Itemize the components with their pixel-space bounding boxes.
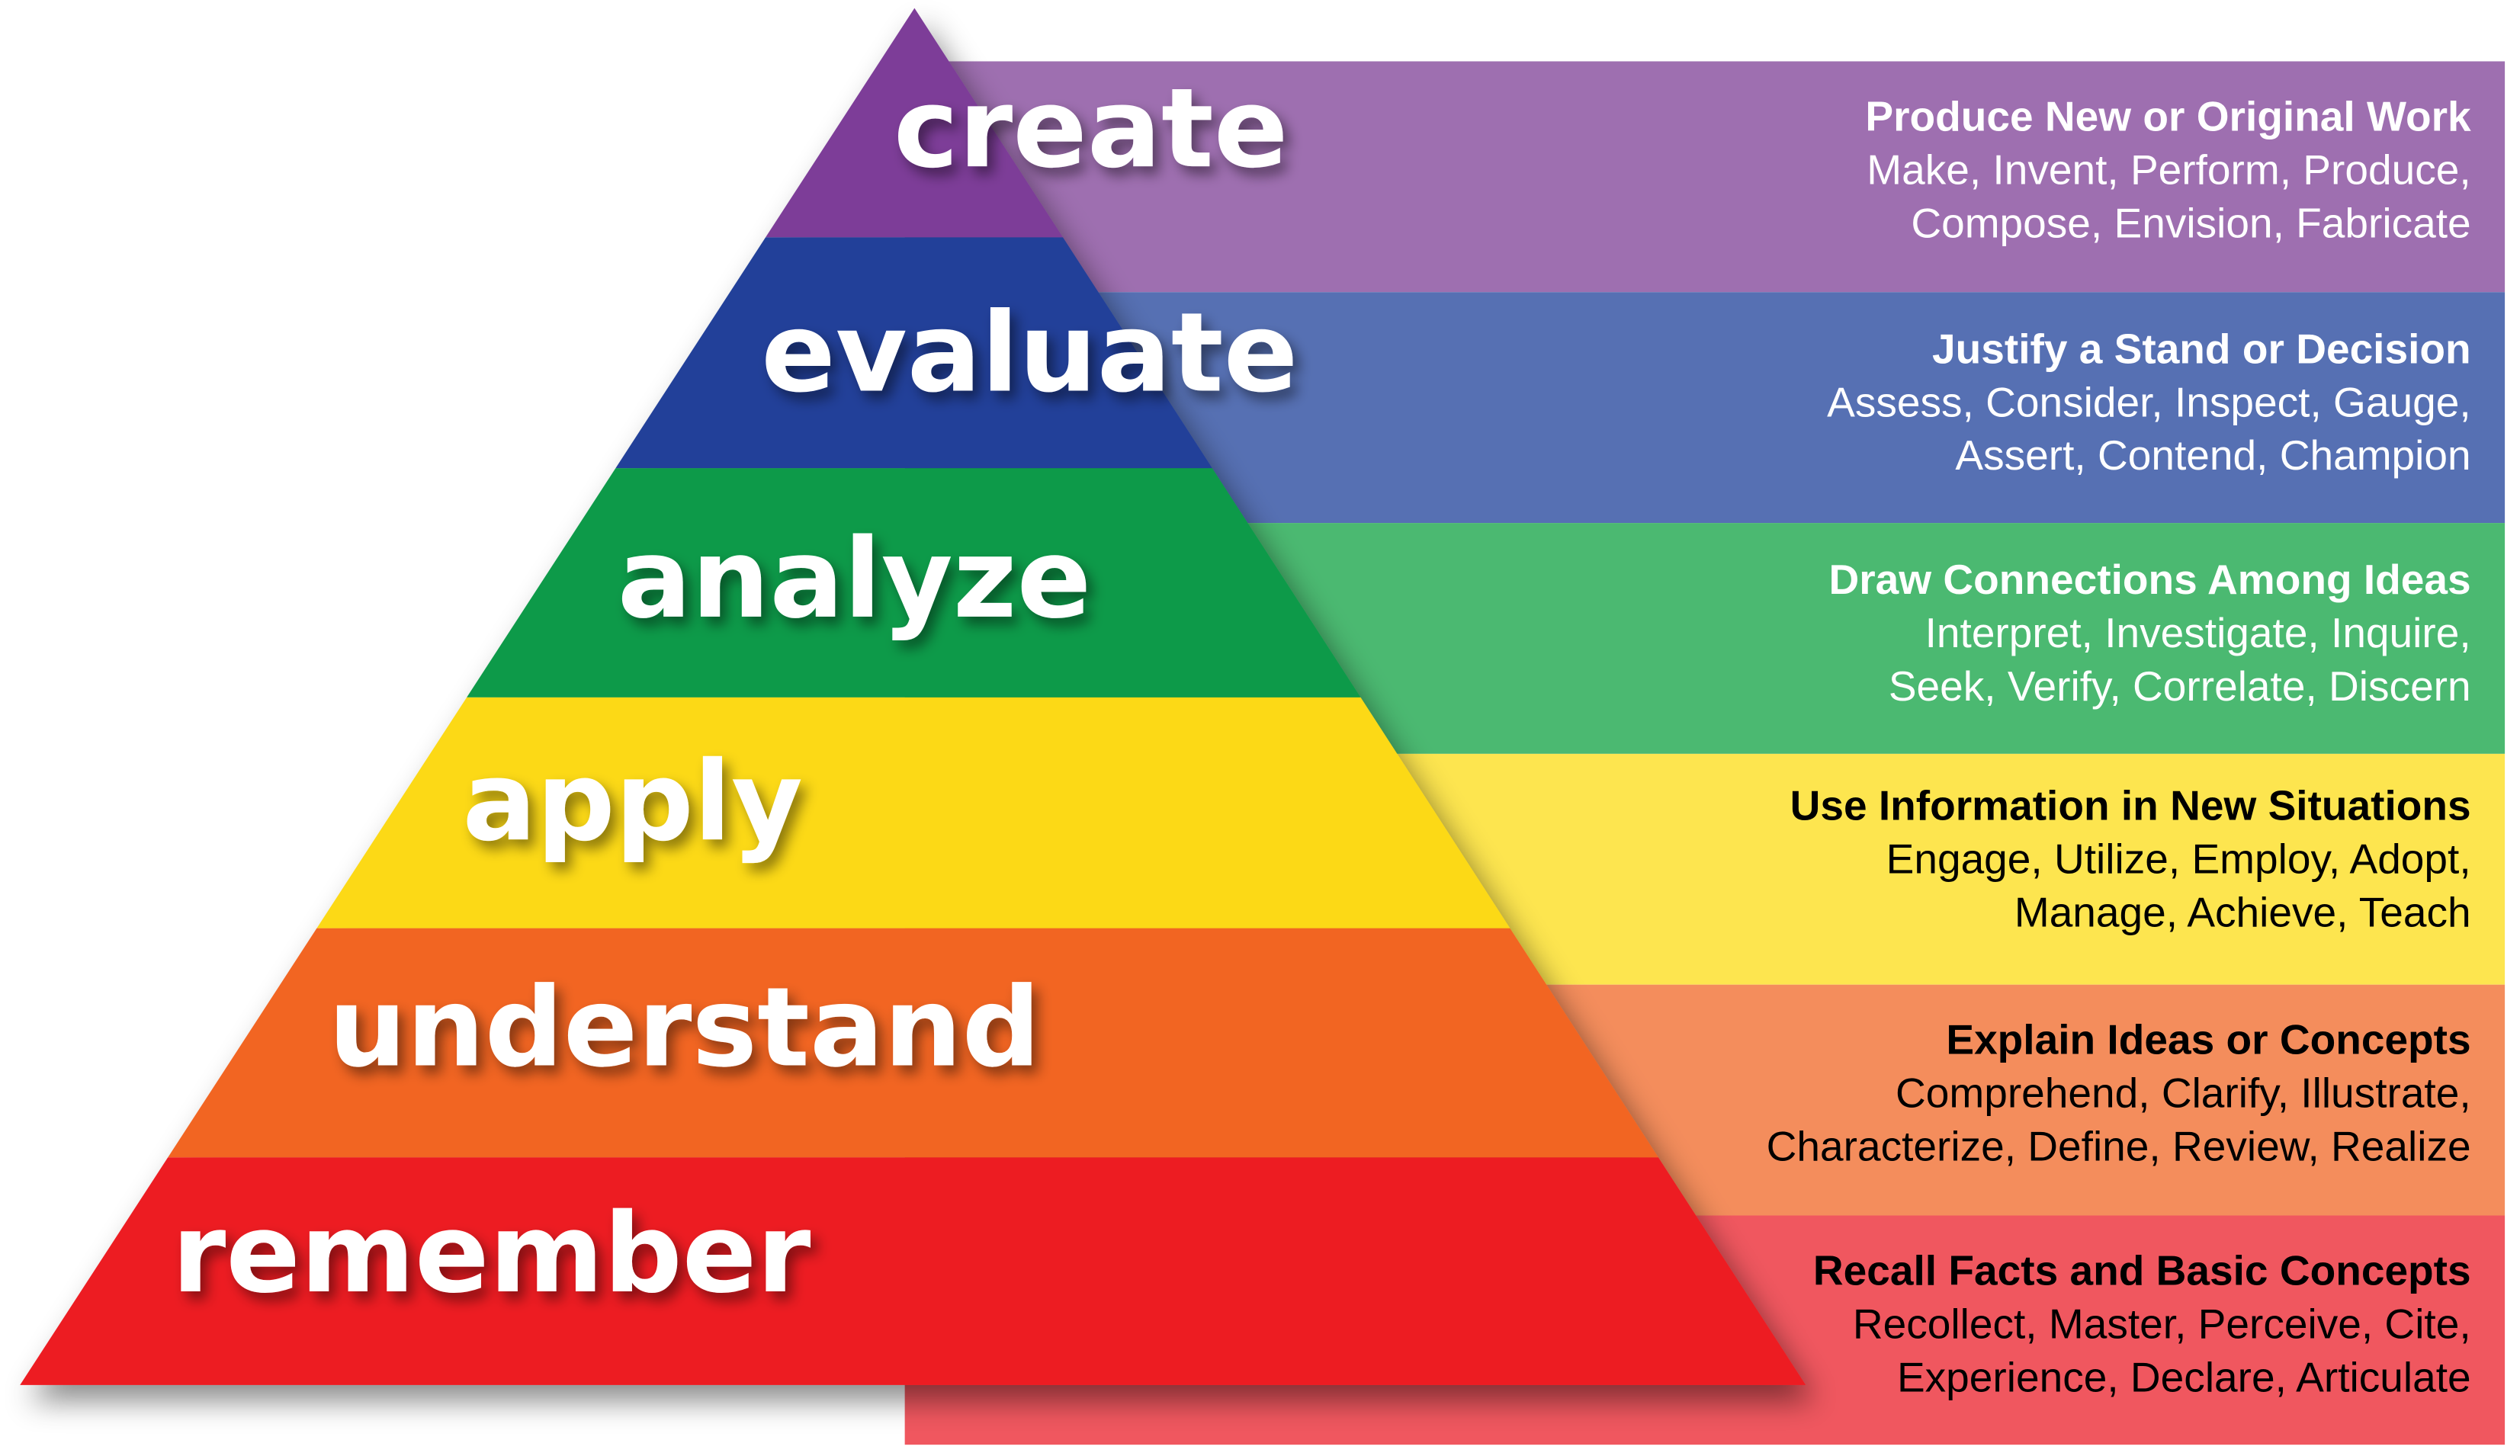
band-verbs-line: Assess, Consider, Inspect, Gauge, (1827, 378, 2471, 425)
band-verbs-line: Seek, Verify, Correlate, Discern (1889, 662, 2471, 710)
band-verbs-line: Manage, Achieve, Teach (2014, 888, 2471, 935)
pyramid-layer-analyze (467, 468, 1361, 698)
pyramid-layer-apply (316, 697, 1510, 928)
band-text-analyze: Draw Connections Among Ideas Interpret, … (1828, 556, 2470, 710)
band-heading: Justify a Stand or Decision (1932, 325, 2471, 372)
band-heading: Use Information in New Situations (1790, 782, 2471, 829)
level-label-apply: apply (462, 737, 803, 865)
band-verbs-line: Compose, Envision, Fabricate (1911, 199, 2470, 246)
band-heading: Recall Facts and Basic Concepts (1813, 1247, 2471, 1294)
band-text-understand: Explain Ideas or Concepts Comprehend, Cl… (1767, 1016, 2471, 1170)
band-verbs-line: Experience, Declare, Articulate (1897, 1353, 2471, 1400)
band-heading: Produce New or Original Work (1865, 93, 2471, 140)
pyramid-layer-create (766, 8, 1063, 238)
level-label-remember: remember (172, 1189, 811, 1317)
band-verbs-line: Engage, Utilize, Employ, Adopt, (1886, 835, 2471, 883)
band-verbs-line: Assert, Contend, Champion (1955, 431, 2470, 479)
band-verbs-line: Recollect, Master, Perceive, Cite, (1853, 1300, 2471, 1347)
band-heading: Explain Ideas or Concepts (1946, 1016, 2470, 1063)
pyramid-layer-understand (168, 928, 1658, 1158)
band-heading: Draw Connections Among Ideas (1828, 556, 2470, 603)
level-label-evaluate: evaluate (761, 288, 1298, 416)
pyramid (20, 8, 1806, 1385)
band-verbs-line: Characterize, Define, Review, Realize (1767, 1122, 2471, 1169)
level-label-create: create (894, 64, 1289, 192)
pyramid-layer-remember (20, 1157, 1806, 1385)
level-label-understand: understand (329, 964, 1041, 1092)
band-text-remember: Recall Facts and Basic Concepts Recollec… (1813, 1247, 2471, 1401)
band-text-evaluate: Justify a Stand or Decision Assess, Cons… (1827, 325, 2471, 479)
band-verbs-line: Interpret, Investigate, Inquire, (1925, 609, 2471, 656)
band-text-apply: Use Information in New Situations Engage… (1790, 782, 2471, 936)
level-label-analyze: analyze (618, 515, 1092, 643)
band-create (904, 61, 2506, 293)
pyramid-layer-evaluate (615, 237, 1212, 469)
band-verbs-line: Make, Invent, Perform, Produce, (1867, 146, 2470, 193)
band-verbs-line: Comprehend, Clarify, Illustrate, (1896, 1070, 2471, 1117)
band-text-create: Produce New or Original Work Make, Inven… (1865, 93, 2471, 247)
